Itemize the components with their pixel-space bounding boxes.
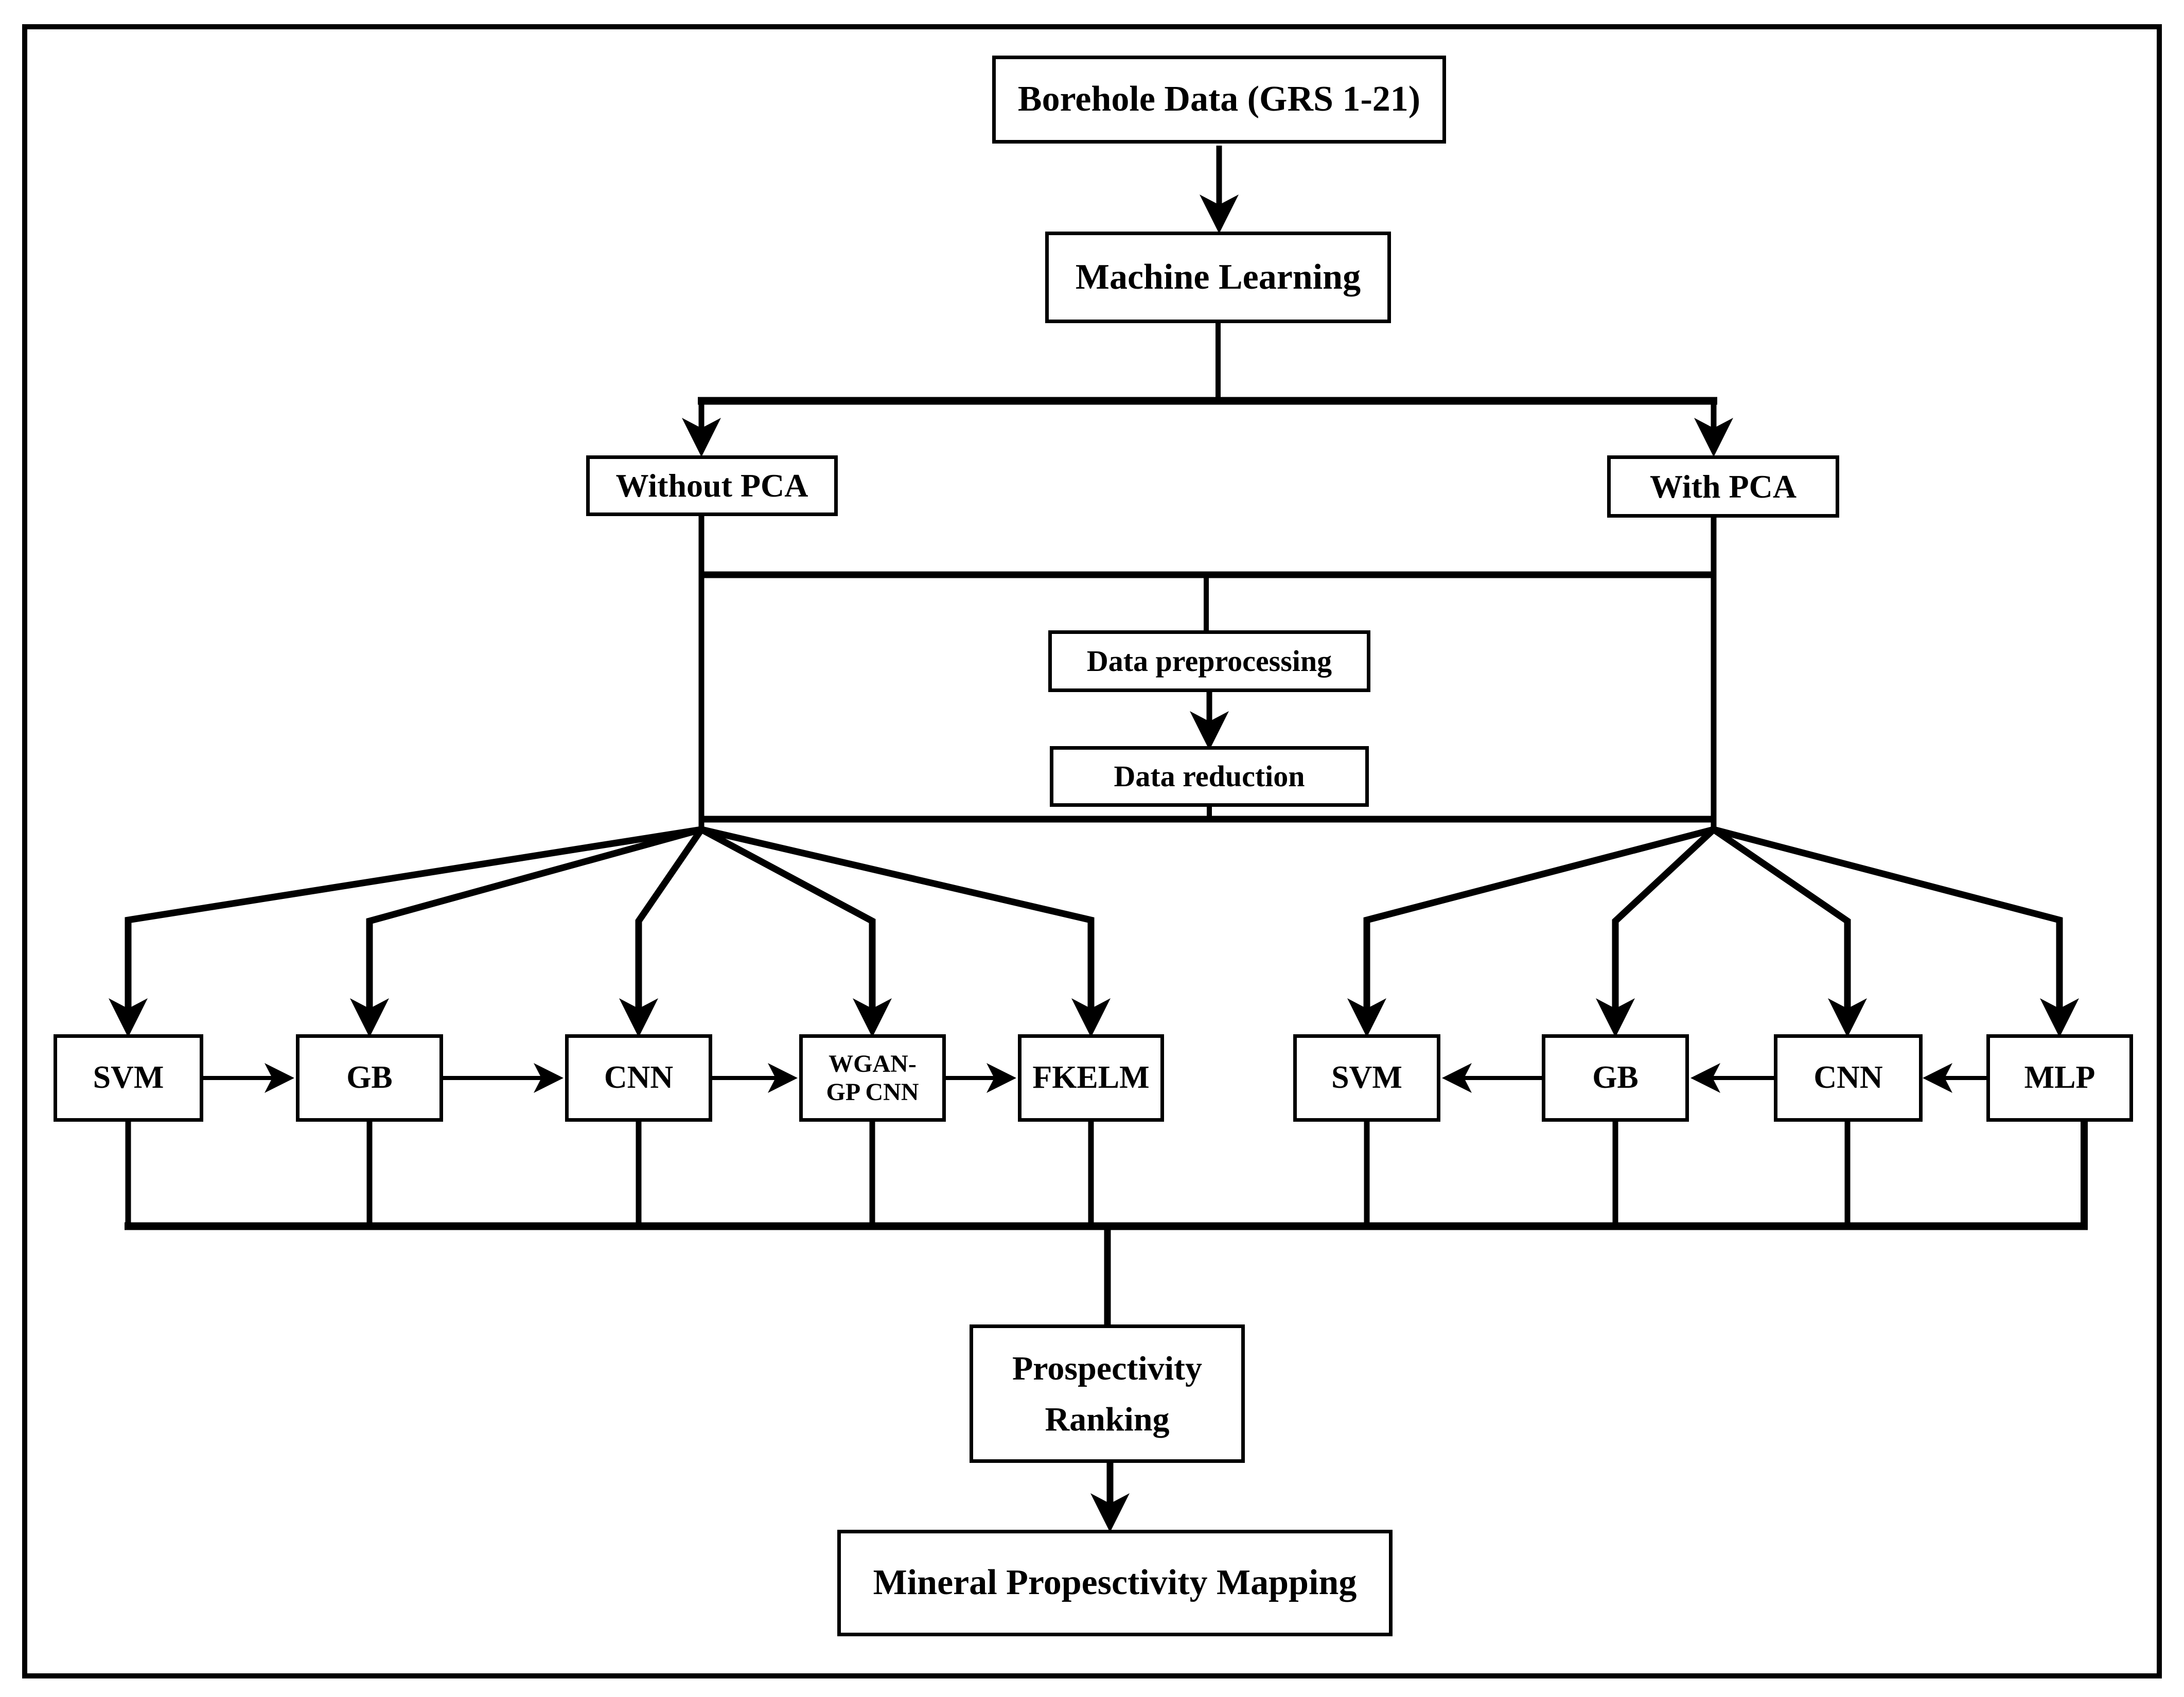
node-prospectivity-ranking: Prospectivity Ranking (970, 1324, 1245, 1463)
node-left-cnn: CNN (565, 1034, 712, 1122)
node-right-cnn: CNN (1774, 1034, 1923, 1122)
fan-left-to-wgan (699, 826, 892, 1037)
fan-left-to-cnn (619, 827, 704, 1037)
fan-left-to-svm (109, 826, 702, 1037)
node-left-gb: GB (296, 1034, 443, 1122)
node-data-preprocessing: Data preprocessing (1048, 630, 1370, 692)
node-with-pca: With PCA (1607, 455, 1839, 518)
node-right-gb: GB (1542, 1034, 1689, 1122)
node-data-reduction: Data reduction (1050, 746, 1369, 807)
fan-right-to-mlp (1713, 826, 2079, 1037)
node-left-wgan-gp-cnn: WGAN- GP CNN (799, 1034, 946, 1122)
fan-right-to-cnn (1712, 826, 1867, 1037)
fan-right-to-gb (1596, 827, 1716, 1037)
fan-left-to-gb (350, 826, 702, 1037)
node-mineral-prospectivity-mapping: Mineral Propesctivity Mapping (837, 1530, 1393, 1636)
node-right-mlp: MLP (1986, 1034, 2133, 1122)
fan-right-to-svm (1347, 826, 1715, 1037)
node-right-svm: SVM (1293, 1034, 1440, 1122)
node-borehole-data: Borehole Data (GRS 1-21) (992, 56, 1446, 144)
node-machine-learning: Machine Learning (1045, 232, 1391, 323)
diagram-border (22, 24, 2162, 1678)
node-left-fkelm: FKELM (1018, 1034, 1164, 1122)
node-left-svm: SVM (54, 1034, 203, 1122)
node-without-pca: Without PCA (586, 455, 838, 516)
fan-left-to-fkelm (700, 826, 1111, 1037)
